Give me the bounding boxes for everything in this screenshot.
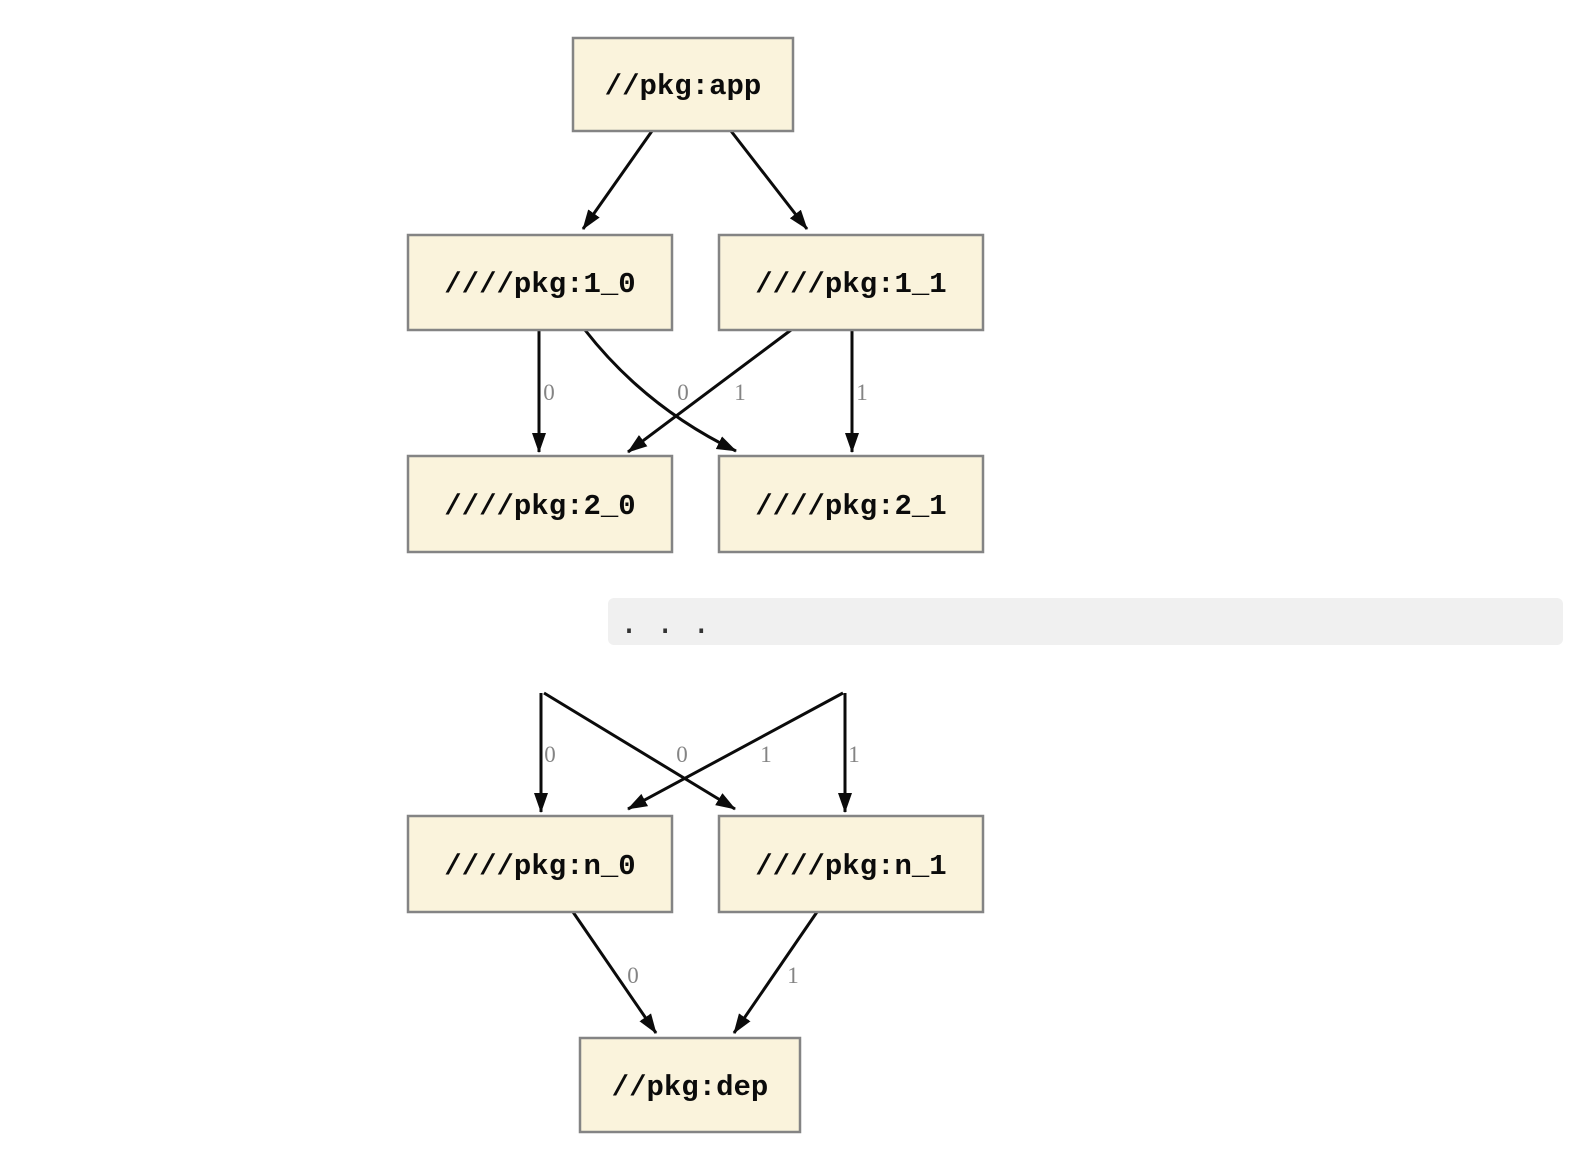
node-box <box>571 36 795 133</box>
node-box <box>406 233 674 332</box>
edge-app-to-1_0 <box>581 130 654 230</box>
node-pkg-2_1: ////pkg:2_1 <box>717 454 985 554</box>
edge-label: 1 <box>734 380 746 405</box>
edge-label: 0 <box>627 963 639 988</box>
edge-hidden-to-n_0-cross <box>627 691 844 811</box>
edge-1_1-to-2_0 <box>627 328 792 454</box>
node-box <box>578 1036 802 1134</box>
node-box <box>717 454 985 554</box>
node-label: ////pkg:1_0 <box>444 268 635 301</box>
node-pkg-app: //pkg:app <box>571 36 795 133</box>
edge-label: 0 <box>677 380 689 405</box>
edge-hidden-to-n_1-cross <box>543 691 736 811</box>
node-label: //pkg:app <box>605 70 762 103</box>
node-pkg-dep: //pkg:dep <box>578 1036 802 1134</box>
edge-n_0-to-dep <box>571 911 658 1034</box>
node-label: ////pkg:1_1 <box>755 268 946 301</box>
edges <box>532 130 859 1034</box>
node-box <box>717 814 985 914</box>
edge-n_1-to-dep <box>732 911 819 1034</box>
ellipsis-bar <box>608 598 1563 645</box>
ellipsis-row: . . . <box>608 598 1563 645</box>
edge-1_0-to-2_1 <box>583 329 737 453</box>
edge-app-to-1_1 <box>729 130 809 230</box>
edge-label: 0 <box>676 742 688 767</box>
edge-label: 0 <box>544 742 556 767</box>
edge-label: 1 <box>848 742 860 767</box>
node-label: //pkg:dep <box>612 1071 769 1104</box>
node-pkg-2_0: ////pkg:2_0 <box>406 454 674 554</box>
edge-label: 1 <box>787 963 799 988</box>
edge-label: 0 <box>543 380 555 405</box>
node-box <box>717 233 985 332</box>
node-pkg-n_0: ////pkg:n_0 <box>406 814 674 914</box>
node-label: ////pkg:2_0 <box>444 490 635 523</box>
node-label: ////pkg:n_1 <box>755 850 946 883</box>
edge-label: 1 <box>760 742 772 767</box>
node-box <box>406 454 674 554</box>
nodes: //pkg:app ////pkg:1_0 ////pkg:1_1 ////pk… <box>406 36 1563 1134</box>
edge-label: 1 <box>856 380 868 405</box>
node-box <box>406 814 674 914</box>
node-label: ////pkg:n_0 <box>444 850 635 883</box>
node-pkg-1_1: ////pkg:1_1 <box>717 233 985 332</box>
node-pkg-1_0: ////pkg:1_0 <box>406 233 674 332</box>
node-label: ////pkg:2_1 <box>755 490 946 523</box>
edge-labels: 0 0 1 1 0 0 1 1 0 1 <box>543 380 868 988</box>
node-pkg-n_1: ////pkg:n_1 <box>717 814 985 914</box>
ellipsis-dots: . . . <box>620 606 710 641</box>
